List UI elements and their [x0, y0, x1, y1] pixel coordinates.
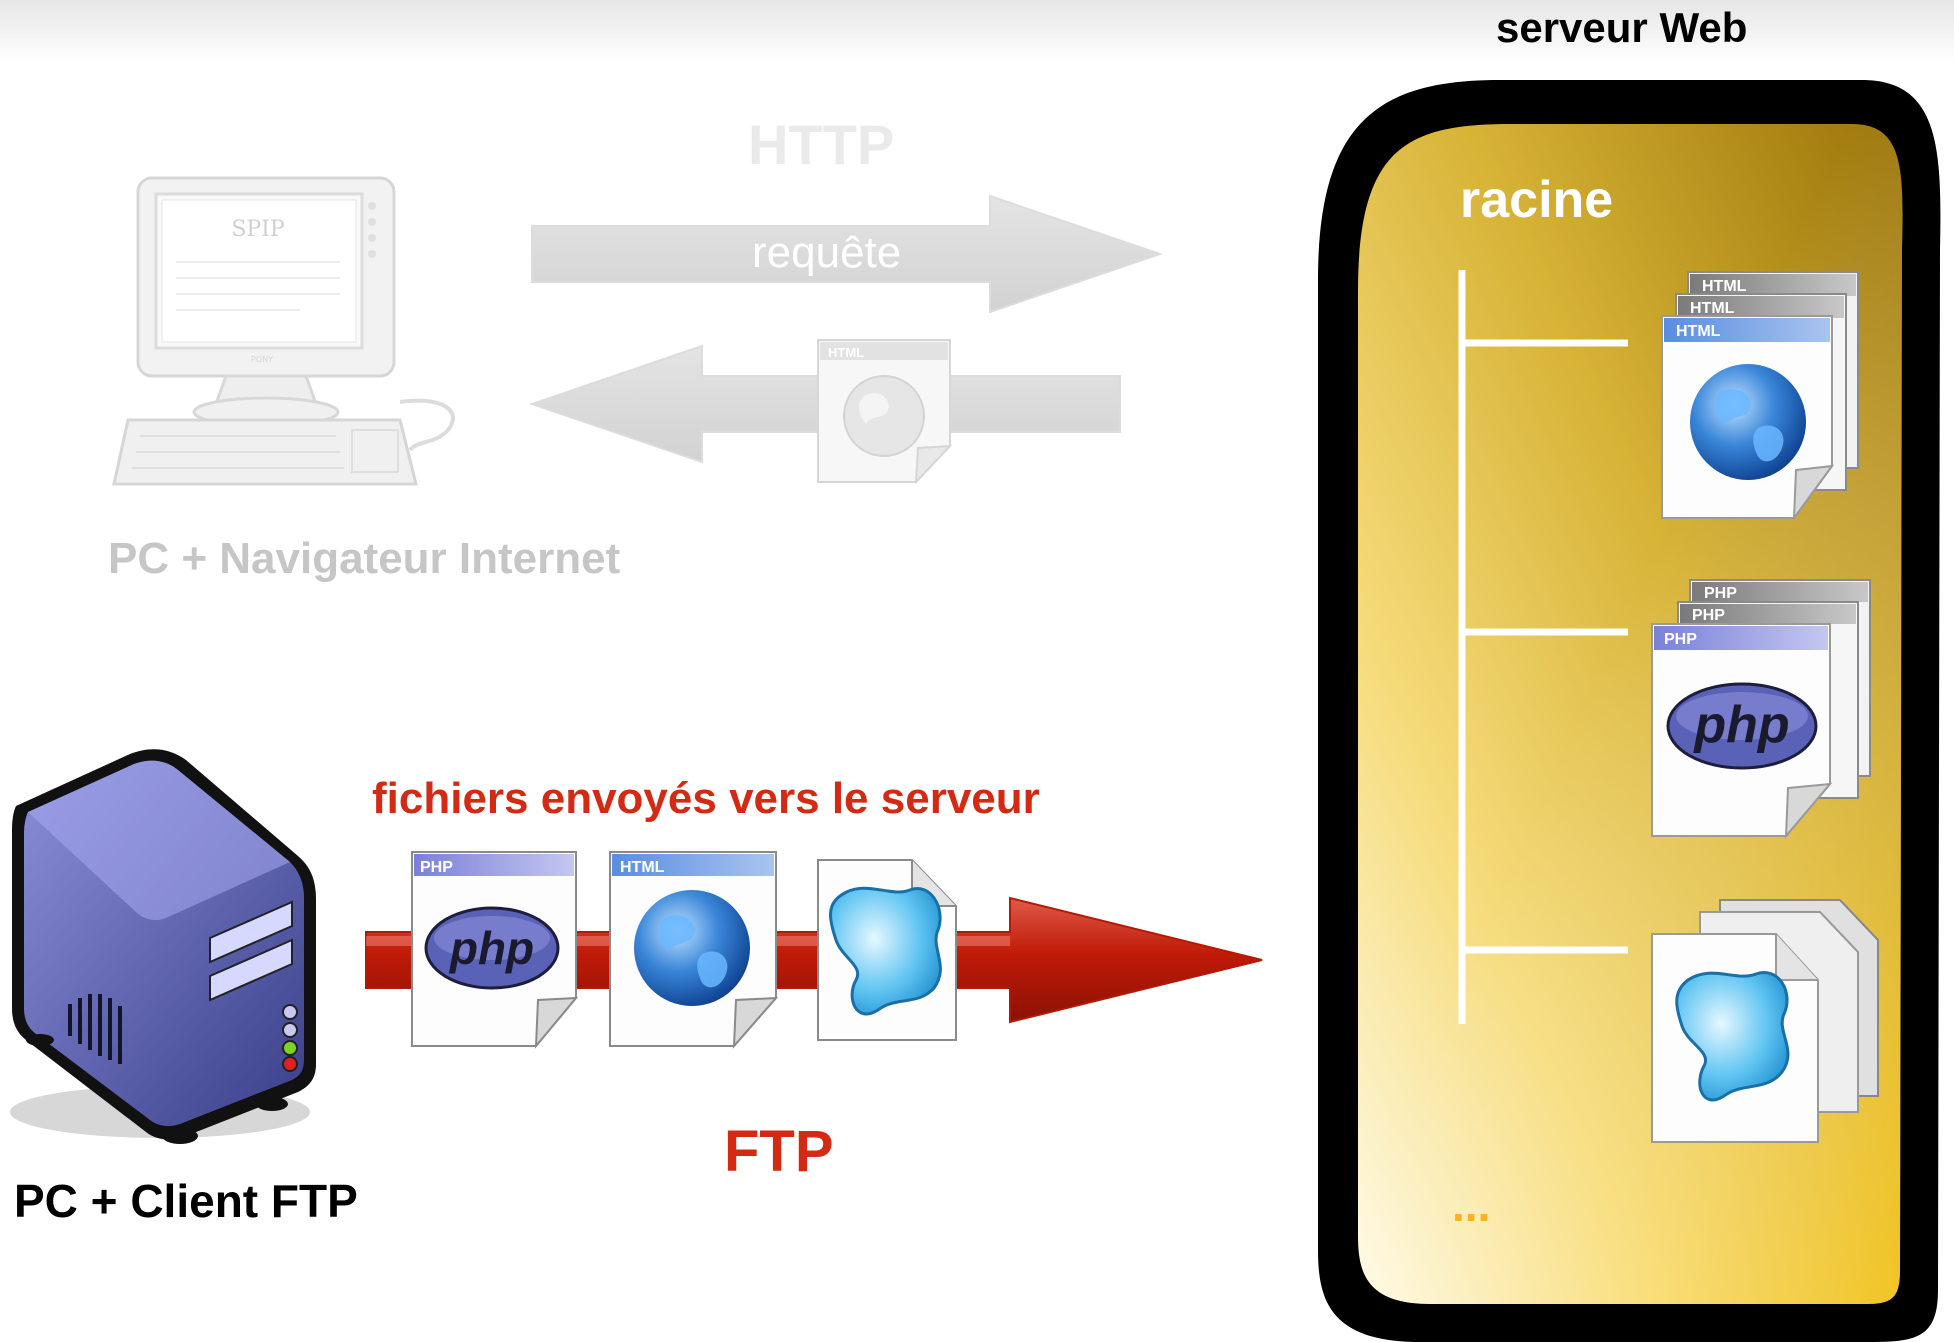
faded-globe-icon [843, 375, 925, 457]
ftp-splash-document [817, 859, 957, 1041]
svg-text:php: php [448, 922, 534, 974]
server-html-files-stack: HTML HTML HTML [1661, 271, 1859, 522]
http-request-arrow [531, 194, 1164, 314]
svg-text:PHP: PHP [420, 859, 453, 876]
splash-file-icon [1675, 971, 1790, 1102]
browser-pc-label: PC + Navigateur Internet [108, 534, 621, 583]
svg-text:php: php [1692, 696, 1789, 754]
globe-icon [1690, 364, 1806, 480]
splash-file-icon [829, 886, 942, 1016]
browser-pc-icon: SPIP PONY [112, 176, 455, 486]
http-protocol-label: HTTP [748, 113, 895, 176]
root-folder-label: racine [1460, 171, 1614, 229]
svg-text:PHP: PHP [1704, 585, 1737, 602]
svg-text:HTML: HTML [1702, 278, 1747, 295]
directory-tree [1458, 270, 1628, 1024]
server-title: serveur Web [1496, 4, 1748, 51]
svg-text:HTML: HTML [828, 345, 864, 360]
ftp-php-document: PHP php [411, 851, 579, 1049]
ftp-client-pc-icon [10, 749, 316, 1144]
more-files-label: ... [1452, 1179, 1491, 1231]
ftp-html-document: HTML [609, 851, 779, 1049]
svg-text:PHP: PHP [1692, 607, 1725, 624]
ftp-client-label: PC + Client FTP [14, 1175, 358, 1227]
http-response-document: HTML [817, 339, 953, 485]
svg-text:HTML: HTML [1676, 323, 1721, 340]
server-other-files-stack [1651, 899, 1879, 1143]
globe-icon [634, 890, 750, 1006]
http-request-label: requête [752, 228, 902, 277]
top-band [0, 0, 1954, 62]
svg-text:SPIP: SPIP [231, 217, 285, 242]
ftp-protocol-label: FTP [724, 1119, 834, 1184]
svg-text:PHP: PHP [1664, 631, 1697, 648]
ftp-description: fichiers envoyés vers le serveur [372, 774, 1040, 823]
server-php-files-stack: PHP PHP PHP php [1651, 579, 1871, 839]
svg-text:HTML: HTML [1690, 300, 1735, 317]
svg-text:PONY: PONY [251, 355, 273, 364]
svg-text:HTML: HTML [620, 859, 665, 876]
